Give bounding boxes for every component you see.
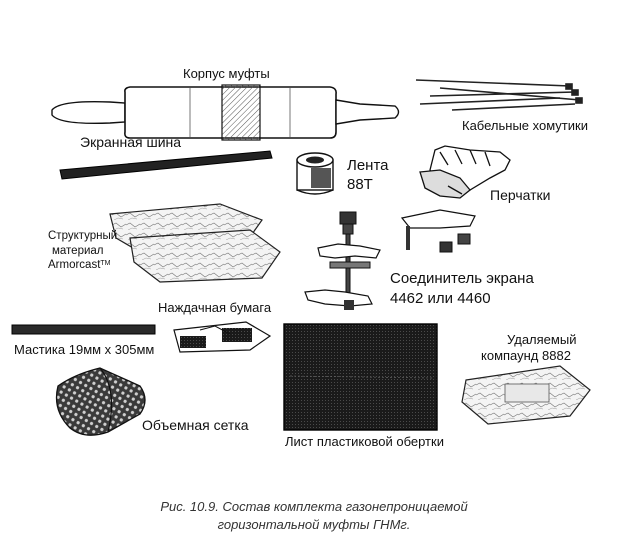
screen-connector-icon [304,209,476,310]
plastic-sheet-icon [283,323,438,431]
cable-ties-icon [415,79,583,111]
armorcast-name: Armorcast [48,259,101,271]
label-screen-bus: Экранная шина [80,134,182,150]
label-cable-ties: Кабельные хомутики [462,118,588,133]
label-mesh: Объемная сетка [142,417,249,433]
gloves-icon [419,145,511,199]
label-armorcast-line1: Структурный [48,230,118,242]
caption-line1: Рис. 10.9. Состав комплекта газонепрониц… [160,499,468,514]
label-compound-line2: компаунд 8882 [481,348,571,363]
label-tape-line2: 88T [347,176,373,193]
label-armorcast-line3: ArmorcastTM [48,259,111,272]
mesh-icon [55,367,146,436]
sandpaper-icon [173,321,272,353]
label-sandpaper: Наждачная бумага [158,300,272,315]
label-gloves: Перчатки [490,187,551,203]
label-plastic-sheet: Лист пластиковой обертки [285,434,444,449]
mastic-strip-icon [11,324,156,335]
label-mastic: Мастика 19мм x 305мм [14,342,155,357]
compound-pack-icon [461,365,591,425]
tape-roll-icon [296,152,334,195]
label-splice-body: Корпус муфты [183,66,270,81]
label-connector-line1: Соединитель экрана [390,270,534,287]
label-tape-line1: Лента [347,157,389,174]
figure-caption: Рис. 10.9. Состав комплекта газонепрониц… [0,498,628,534]
caption-line2: горизонтальной муфты ГНМг. [217,517,411,532]
armorcast-sheets-icon [109,203,281,283]
screen-bus-icon [59,150,273,180]
trademark-mark: TM [100,260,111,267]
label-compound-line1: Удаляемый [507,332,577,347]
label-armorcast-line2: материал [52,245,104,257]
label-connector-line2: 4462 или 4460 [390,290,491,307]
splice-body-icon [51,84,400,141]
